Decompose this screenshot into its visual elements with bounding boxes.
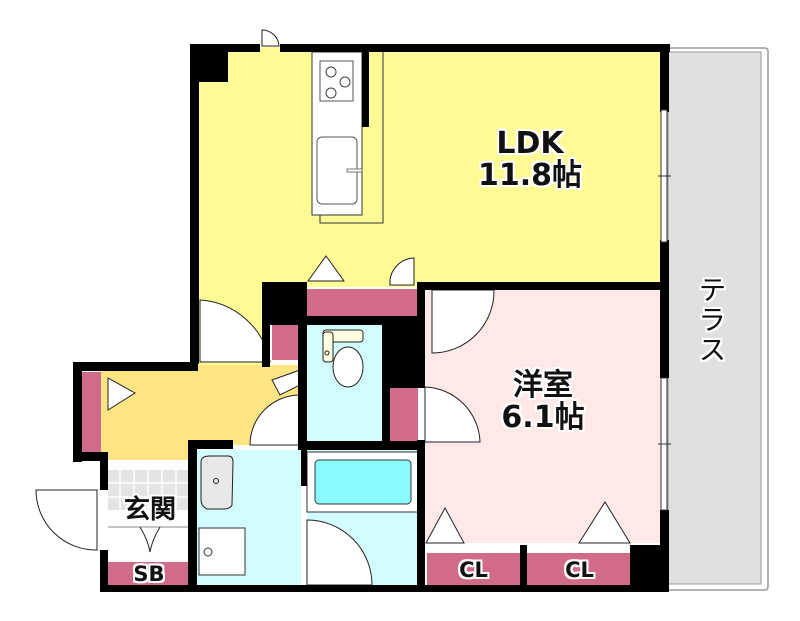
washbasin-fixture bbox=[200, 455, 234, 510]
hall-floor bbox=[100, 365, 300, 460]
door-swings bbox=[35, 29, 495, 586]
closet-1-label: CL bbox=[459, 558, 488, 582]
toilet-fixture bbox=[322, 329, 364, 388]
ldk-floor bbox=[193, 47, 666, 375]
bathtub-fixture bbox=[306, 451, 420, 513]
shoe-box-label: SB bbox=[133, 562, 165, 586]
washing-machine-pan bbox=[198, 527, 246, 576]
entrance-floor bbox=[108, 460, 190, 528]
ldk-size: 11.8帖 bbox=[477, 157, 583, 193]
storage-blocks bbox=[81, 289, 632, 586]
entrance-label: 玄関 bbox=[123, 495, 176, 525]
opening-markers bbox=[107, 255, 631, 553]
western-room-size: 6.1帖 bbox=[501, 399, 585, 435]
terrace-label: テラス bbox=[694, 275, 728, 365]
western-room-label: 洋室 6.1帖 bbox=[483, 370, 603, 433]
terrace-area bbox=[665, 47, 769, 591]
ldk-name: LDK bbox=[496, 126, 564, 161]
closet-2-label: CL bbox=[565, 558, 594, 582]
western-room-name: 洋室 bbox=[513, 368, 573, 403]
ldk-label: LDK 11.8帖 bbox=[470, 128, 590, 191]
kitchen-counter bbox=[311, 51, 384, 224]
walls bbox=[73, 44, 670, 592]
